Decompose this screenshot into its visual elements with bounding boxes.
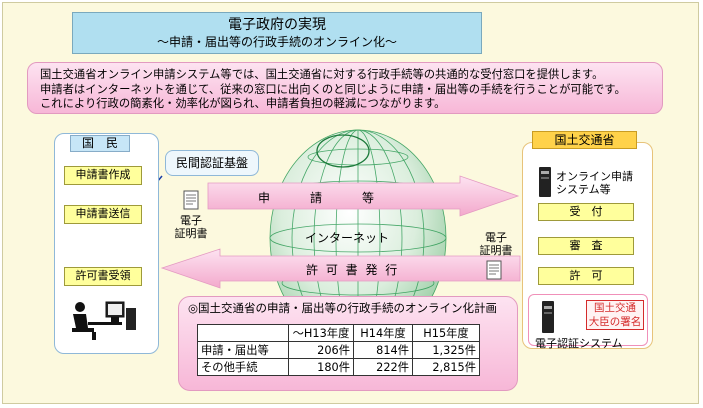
mlit-header: 国土交通省 [532, 131, 637, 149]
arrow-permit [160, 248, 521, 289]
signature-line: 国土交通 [594, 302, 636, 314]
table-cell: 180件 [288, 358, 354, 376]
table-cell: 222件 [353, 358, 413, 376]
computer-user-icon [72, 301, 136, 340]
cert-left-line: 電子 [180, 214, 202, 227]
private-cert-box: 民間認証基盤 [165, 150, 259, 176]
description-line: 申請者はインターネットを通じて、従来の窓口に出向くのと同じように申請・届出等の手… [40, 82, 626, 96]
table-cell: 814件 [353, 341, 413, 359]
cert-left-line: 証明書 [174, 227, 208, 240]
table-cell: 2,815件 [412, 358, 480, 376]
online-system-label: オンライン申請 システム等 [556, 170, 633, 196]
step-review: 審 査 [538, 237, 634, 255]
server-icon [542, 301, 554, 333]
step-accept: 受 付 [538, 203, 634, 221]
description-line: 国土交通省オンライン申請システム等では、国土交通省に対する行政手続等の共通的な受… [40, 68, 604, 81]
step-send: 申請書送信 [64, 205, 142, 224]
cert-right-line: 証明書 [479, 244, 513, 257]
page-title: 電子政府の実現 [228, 17, 326, 33]
online-system-line: システム等 [556, 183, 611, 196]
arrow-application-label: 申 請 等 [258, 191, 376, 205]
page-subtitle: ～申請・届出等の行政手続のオンライン化～ [156, 35, 397, 49]
document-icon [486, 260, 502, 280]
description-box: 国土交通省オンライン申請システム等では、国土交通省に対する行政手続等の共通的な受… [27, 62, 663, 114]
cert-system-box [528, 294, 648, 346]
table-row: 申請・届出等 206件 814件 1,325件 [197, 341, 480, 359]
cert-right-line: 電子 [485, 231, 507, 244]
table-row: その他手続 180件 222件 2,815件 [197, 358, 480, 376]
cert-right-label: 電子 証明書 [476, 231, 516, 257]
table-row: ～H13年度 H14年度 H15年度 [197, 324, 480, 342]
title-box: 電子政府の実現 ～申請・届出等の行政手続のオンライン化～ [72, 12, 482, 54]
table-header: H14年度 [353, 324, 413, 342]
step-create: 申請書作成 [64, 166, 142, 185]
table-header: H15年度 [412, 324, 480, 342]
citizen-header: 国 民 [70, 135, 130, 152]
minister-signature: 国土交通 大臣の署名 [586, 300, 644, 330]
arrow-application [207, 175, 520, 217]
step-receive: 許可書受領 [64, 267, 142, 286]
document-icon [183, 190, 199, 210]
server-icon [539, 167, 551, 197]
plan-table: ～H13年度 H14年度 H15年度 申請・届出等 206件 814件 1,32… [197, 324, 480, 376]
description-line: これにより行政の簡素化・効率化が図られ、申請者負担の軽減につながります。 [40, 97, 446, 110]
plan-title: ◎国土交通省の申請・届出等の行政手続のオンライン化計画 [188, 301, 498, 315]
signature-line: 大臣の署名 [588, 316, 642, 328]
table-cell: 206件 [288, 341, 354, 359]
table-cell: その他手続 [197, 358, 289, 376]
internet-label: インターネット [305, 231, 390, 245]
table-cell: 申請・届出等 [197, 341, 289, 359]
arrow-permit-label: 許 可 書 発 行 [306, 263, 400, 277]
table-header: ～H13年度 [288, 324, 354, 342]
table-header [197, 324, 289, 342]
step-permit: 許 可 [538, 267, 634, 285]
table-cell: 1,325件 [412, 341, 480, 359]
online-system-line: オンライン申請 [556, 170, 633, 183]
cert-system-label: 電子認証システム [535, 337, 623, 350]
cert-left-label: 電子 証明書 [173, 214, 209, 240]
